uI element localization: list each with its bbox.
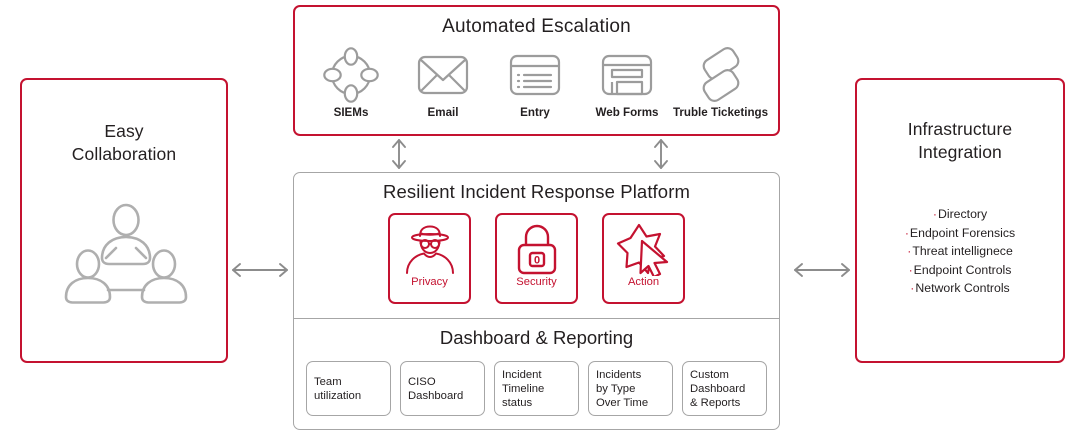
connector-platform-to-right: [791, 259, 853, 281]
escalation-items: SIEMs Email: [305, 47, 768, 131]
infrastructure-title: Infrastructure Integration: [857, 118, 1063, 164]
capability-privacy[interactable]: Privacy: [388, 213, 471, 304]
platform-capabilities: Privacy 0 Security: [294, 213, 779, 308]
list-item: ·Network Controls: [857, 279, 1063, 298]
escalation-item-label: SIEMs: [333, 106, 369, 119]
three-people-network-icon: [56, 198, 196, 318]
list-item: ·Endpoint Controls: [857, 261, 1063, 280]
platform-divider: [294, 318, 779, 319]
capability-action[interactable]: Action: [602, 213, 685, 304]
escalation-item-web-forms[interactable]: Web Forms: [581, 47, 673, 119]
escalation-item-email[interactable]: Email: [397, 47, 489, 119]
panel-resilient-incident-response-platform: Resilient Incident Response Platform: [293, 172, 780, 430]
padlock-icon: 0: [508, 221, 566, 277]
escalation-item-trouble-ticketing[interactable]: Truble Ticketings: [673, 47, 768, 119]
star-cursor-icon: [615, 221, 673, 277]
infrastructure-title-line2: Integration: [918, 142, 1002, 162]
infrastructure-bullet-list: ·Directory ·Endpoint Forensics ·Threat i…: [857, 205, 1063, 298]
tickets-icon: [690, 47, 752, 103]
platform-title: Resilient Incident Response Platform: [383, 181, 690, 202]
connector-left-to-platform: [229, 259, 291, 281]
panel-infrastructure-integration: Infrastructure Integration ·Directory ·E…: [855, 78, 1065, 363]
connector-platform-to-escalation-left: [388, 137, 410, 171]
list-item-label: Endpoint Controls: [913, 262, 1012, 277]
escalation-item-entry[interactable]: Entry: [489, 47, 581, 119]
easy-collaboration-title-line1: Easy: [104, 121, 144, 141]
escalation-item-siems[interactable]: SIEMs: [305, 47, 397, 119]
capability-label: Security: [516, 276, 557, 288]
web-form-icon: [598, 47, 656, 103]
spy-person-icon: [401, 221, 459, 277]
dashboard-title: Dashboard & Reporting: [439, 327, 634, 348]
bullet-dot-icon: ·: [910, 281, 915, 296]
list-item-label: Directory: [937, 207, 988, 221]
capability-security[interactable]: 0 Security: [495, 213, 578, 304]
easy-collaboration-title: Easy Collaboration: [22, 120, 226, 166]
bullet-dot-icon: ·: [908, 262, 913, 277]
envelope-icon: [414, 47, 472, 103]
escalation-item-label: Web Forms: [595, 106, 659, 119]
list-item: ·Directory: [857, 205, 1063, 224]
panel-automated-escalation: Automated Escalation SIEMs: [293, 5, 780, 136]
capability-label: Privacy: [411, 276, 448, 288]
infrastructure-title-line1: Infrastructure: [907, 119, 1013, 139]
escalation-item-label: Entry: [520, 106, 550, 119]
form-list-icon: [506, 47, 564, 103]
list-item: ·Threat intellignece: [857, 242, 1063, 261]
easy-collaboration-title-line2: Collaboration: [71, 144, 177, 164]
bullet-dot-icon: ·: [932, 207, 937, 221]
panel-easy-collaboration: Easy Collaboration: [20, 78, 228, 363]
padlock-keyhole-text: 0: [533, 255, 539, 267]
bullet-dot-icon: ·: [907, 244, 912, 259]
automated-escalation-title: Automated Escalation: [442, 16, 631, 37]
escalation-item-label: Truble Ticketings: [672, 106, 769, 119]
list-item: ·Endpoint Forensics: [857, 224, 1063, 243]
network-nodes-icon: [322, 47, 380, 103]
list-item-label: Network Controls: [915, 281, 1010, 296]
bullet-dot-icon: ·: [904, 225, 909, 240]
list-item-label: Threat intellignece: [912, 244, 1013, 259]
list-item-label: Endpoint Forensics: [909, 225, 1016, 240]
connector-platform-to-escalation-right: [650, 137, 672, 171]
capability-label: Action: [627, 276, 660, 288]
escalation-item-label: Email: [427, 106, 459, 119]
